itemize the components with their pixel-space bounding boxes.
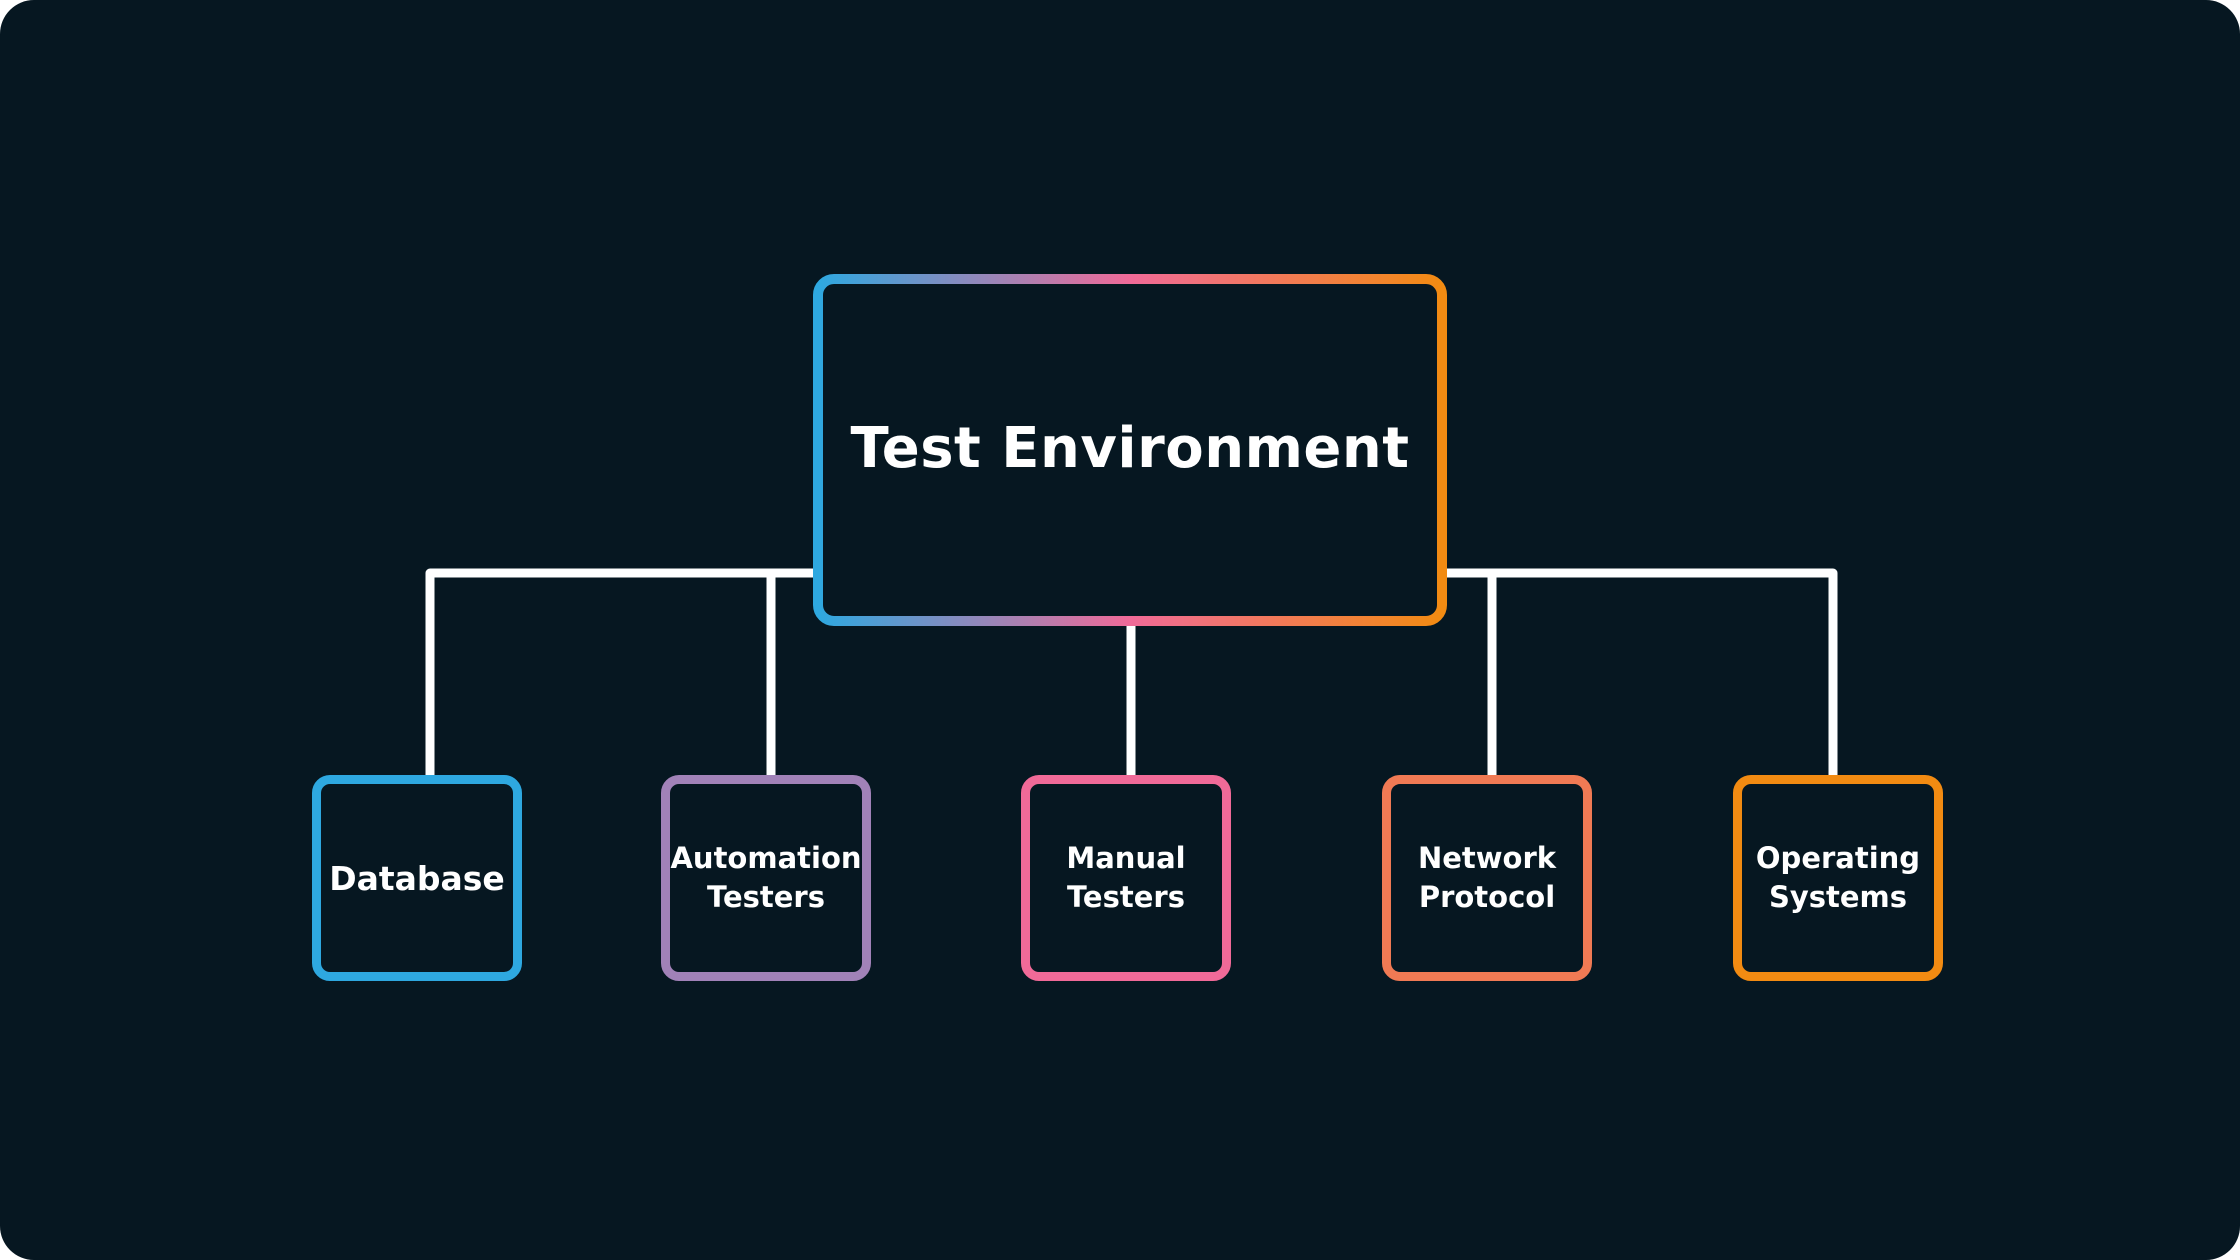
node-automation-testers: Automation Testers xyxy=(661,775,871,981)
node-network-protocol: Network Protocol xyxy=(1382,775,1592,981)
node-manual-testers: Manual Testers xyxy=(1021,775,1231,981)
node-operating-systems-label: Operating Systems xyxy=(1755,841,1921,914)
connector-left-branch xyxy=(425,568,827,782)
node-operating-systems: Operating Systems xyxy=(1733,775,1943,981)
node-network-protocol-label: Network Protocol xyxy=(1417,841,1557,914)
node-database-label: Database xyxy=(329,858,505,898)
node-automation-testers-label: Automation Testers xyxy=(670,841,862,914)
root-node-title: Test Environment xyxy=(850,415,1410,481)
connector-right-branch xyxy=(1433,568,1838,782)
root-node-border xyxy=(813,274,1447,626)
node-database: Database xyxy=(312,775,522,981)
node-manual-testers-label: Manual Testers xyxy=(1066,841,1186,914)
